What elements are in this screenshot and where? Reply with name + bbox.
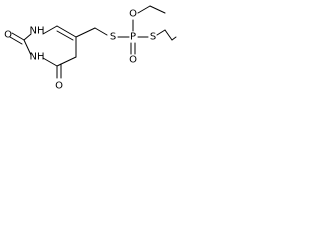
bond-c6-ch2: [75, 27, 96, 38]
chemical-structure: O NH NH O S P O O S: [4, 5, 177, 92]
bond-c2-nh-bottom: [23, 39, 32, 56]
atom-nh-top: NH: [30, 26, 45, 37]
bond-nh-c2: [23, 33, 32, 41]
atom-o-double: O: [129, 55, 137, 66]
bond-c2-o-a: [11, 32, 25, 41]
atom-o-ethoxy: O: [129, 9, 137, 20]
bond-c1-c2: [164, 29, 173, 41]
atom-o-bottom-ring: O: [55, 81, 63, 92]
bond-c2-o-b: [9, 36, 23, 45]
structure-canvas: O NH NH O S P O O S: [0, 0, 177, 98]
bond-c2-c3: [171, 36, 177, 41]
bond-c4-c5b: [56, 56, 77, 67]
bond-s2-c1: [156, 29, 166, 36]
bond-c6-c5: [56, 25, 77, 38]
bond-ch2-ch3: [149, 5, 166, 14]
bond-nh-bottom-c4: [42, 57, 58, 67]
atom-nh-bottom: NH: [30, 52, 45, 63]
atom-o-top-ring: O: [4, 30, 12, 41]
bond-c5-nh: [42, 25, 58, 35]
bond-o-ch2: [137, 5, 151, 14]
bond-ch2-s: [94, 27, 108, 36]
bond-c6-c5-inner: [56, 30, 74, 41]
atom-s-right: S: [150, 32, 156, 43]
atom-s-left: S: [110, 32, 116, 43]
atom-p: P: [130, 32, 136, 43]
